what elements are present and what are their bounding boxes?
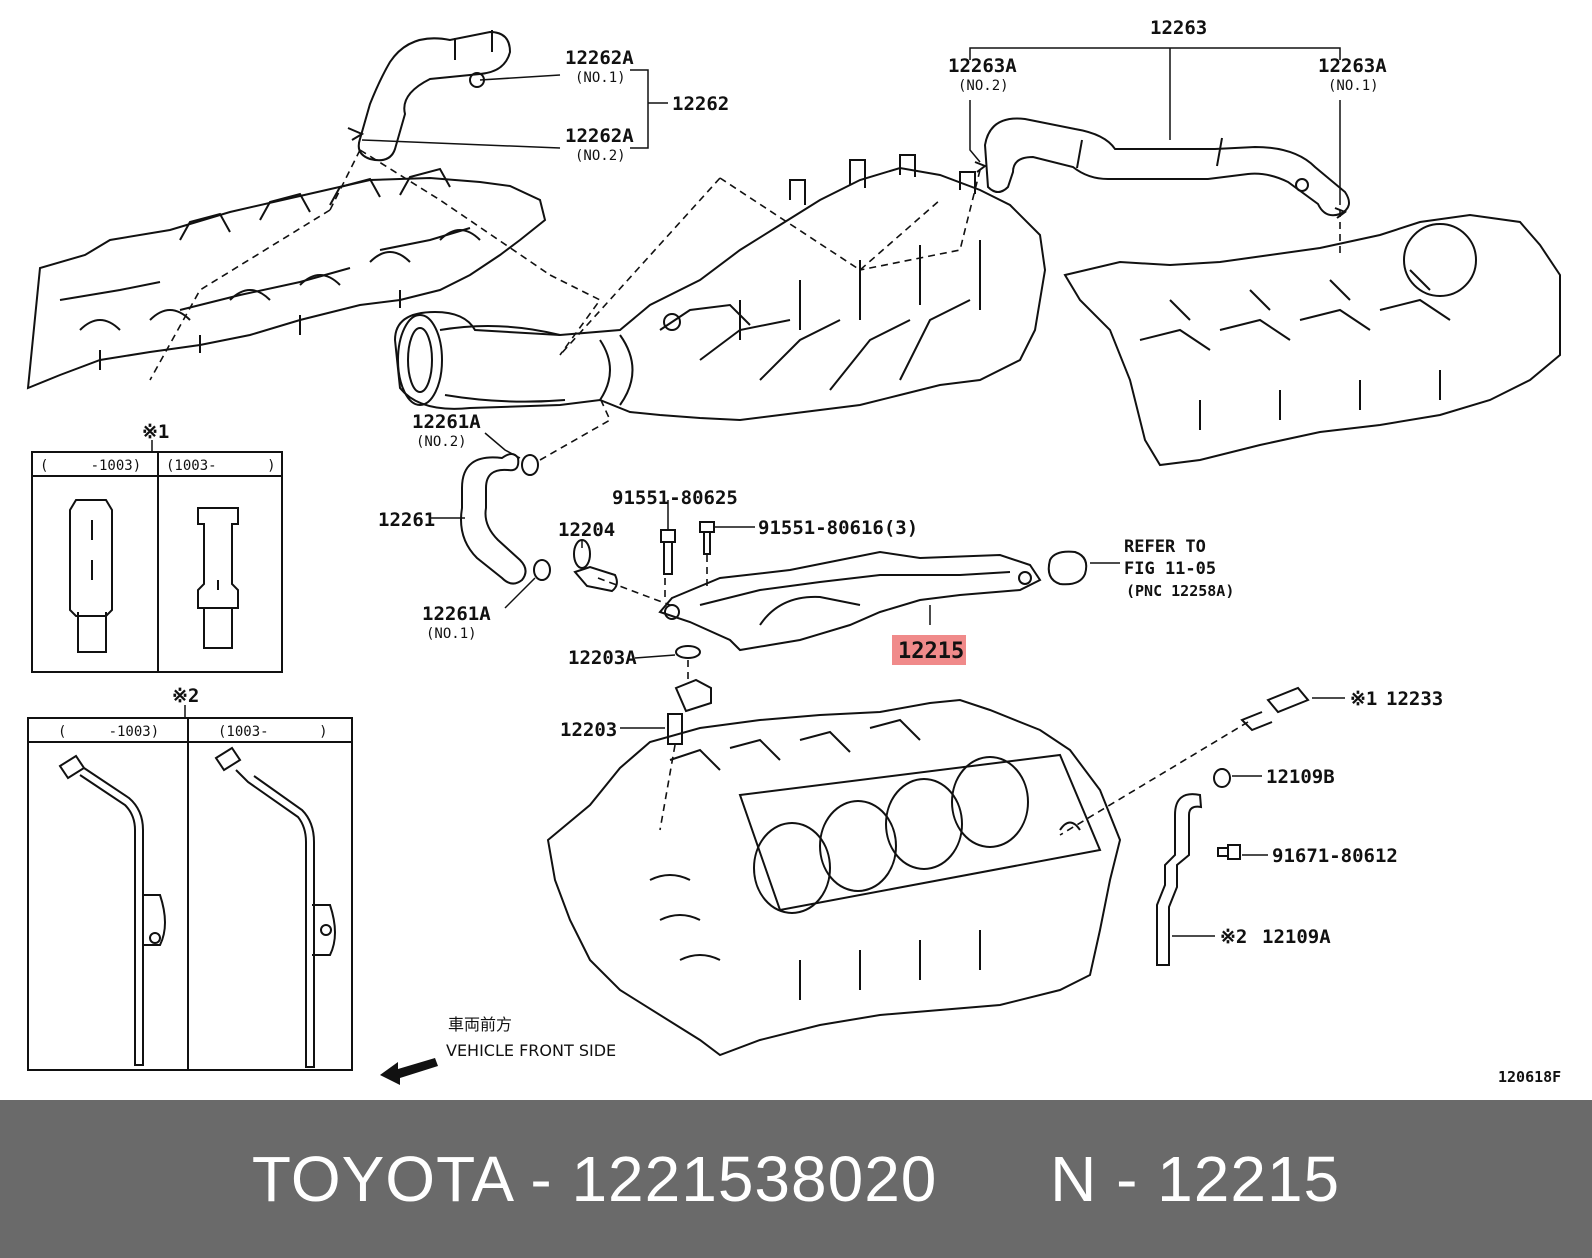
inset-1: ※1 ( -1003) (1003- ) — [31, 421, 283, 673]
oil-level-gauge-old — [58, 754, 144, 1066]
inset-1-mark: ※1 — [142, 421, 169, 443]
front-arrow-icon — [380, 1058, 438, 1085]
hose-12261 — [460, 453, 551, 585]
label-12203A: 12203A — [568, 647, 637, 669]
label-12263A-no1-sub: (NO.1) — [1328, 78, 1379, 94]
label-91551-80616: 91551-80616(3) — [758, 517, 918, 539]
oil-level-gauge-guide-12109A — [1156, 793, 1203, 966]
label-91551-80625: 91551-80625 — [612, 487, 738, 509]
guide-new-type — [197, 507, 239, 649]
mark-12109A: ※2 — [1220, 926, 1247, 948]
part-number-footer: TOYOTA - 1221538020 N - 12215 — [0, 1100, 1592, 1258]
vehicle-front-indicator: 車両前方 VEHICLE FRONT SIDE — [380, 1015, 616, 1085]
label-12261A-no2: 12261A — [412, 411, 481, 433]
footer-part-number: TOYOTA - 1221538020 N - 12215 — [251, 1143, 1341, 1215]
o-ring-12109B — [1213, 768, 1231, 788]
right-cylinder-head-cover — [1063, 213, 1561, 467]
label-12262A-no1: 12262A — [565, 47, 634, 69]
oil-separator-cover — [658, 550, 1088, 652]
engine-block — [546, 698, 1122, 1057]
inset-2: ※2 ( -1003) (1003- ) — [27, 685, 353, 1071]
gasket-12203A — [675, 645, 701, 659]
reference-lines — [149, 149, 1341, 836]
label-12203: 12203 — [560, 719, 617, 741]
hose-12263 — [974, 117, 1350, 219]
bolt-91551-80616 — [699, 521, 715, 555]
left-cylinder-head-cover — [26, 167, 547, 390]
label-12262: 12262 — [672, 93, 729, 115]
inset-1-col-right: (1003- ) — [166, 458, 276, 474]
label-12109A: 12109A — [1262, 926, 1331, 948]
sensor-12204 — [573, 565, 618, 593]
inset-1-col-left: ( -1003) — [40, 458, 141, 474]
figure-id: 120618F — [1498, 1068, 1561, 1086]
part-labels: 12262A (NO.1) 12262 12262A (NO.2) 12263 … — [378, 17, 1561, 1086]
label-12263A-no2-sub: (NO.2) — [958, 78, 1009, 94]
refer-line-3: (PNC 12258A) — [1126, 582, 1234, 600]
label-12262A-no2: 12262A — [565, 125, 634, 147]
front-label-en: VEHICLE FRONT SIDE — [446, 1041, 616, 1060]
intake-manifold — [393, 154, 1047, 422]
parts-diagram: 12262A (NO.1) 12262 12262A (NO.2) 12263 … — [26, 17, 1562, 1086]
oil-level-gauge-new — [214, 746, 315, 1068]
mark-12233: ※1 — [1350, 688, 1377, 710]
inset-2-col-right: (1003- ) — [218, 724, 328, 740]
guide-12233 — [1240, 686, 1310, 732]
front-label-jp: 車両前方 — [448, 1015, 512, 1034]
label-12261A-no1-sub: (NO.1) — [426, 626, 477, 642]
pipe-12203 — [667, 678, 712, 745]
label-12262A-no2-sub: (NO.2) — [575, 148, 626, 164]
refer-line-1: REFER TO — [1124, 537, 1206, 557]
inset-2-mark: ※2 — [172, 685, 199, 707]
label-12263A-no1: 12263A — [1318, 55, 1387, 77]
bolt-91671-80612 — [1217, 844, 1241, 860]
label-12263: 12263 — [1150, 17, 1207, 39]
label-12109B: 12109B — [1266, 766, 1335, 788]
label-12233: 12233 — [1386, 688, 1443, 710]
bolt-91551-80625 — [660, 529, 676, 575]
guide-old-type — [69, 499, 113, 653]
label-12263A-no2: 12263A — [948, 55, 1017, 77]
label-12261: 12261 — [378, 509, 435, 531]
refer-line-2: FIG 11-05 — [1124, 559, 1216, 579]
label-91671-80612: 91671-80612 — [1272, 845, 1398, 867]
label-12215: 12215 — [898, 639, 964, 664]
hose-12262 — [347, 30, 512, 162]
label-12261A-no2-sub: (NO.2) — [416, 434, 467, 450]
highlight-12215 — [892, 635, 966, 665]
label-12204: 12204 — [558, 519, 615, 541]
leader-lines — [361, 47, 1345, 937]
label-12262A-no1-sub: (NO.1) — [575, 70, 626, 86]
label-12261A-no1: 12261A — [422, 603, 491, 625]
inset-2-col-left: ( -1003) — [58, 724, 159, 740]
diagram-canvas: 12262A (NO.1) 12262 12262A (NO.2) 12263 … — [26, 17, 1561, 1086]
